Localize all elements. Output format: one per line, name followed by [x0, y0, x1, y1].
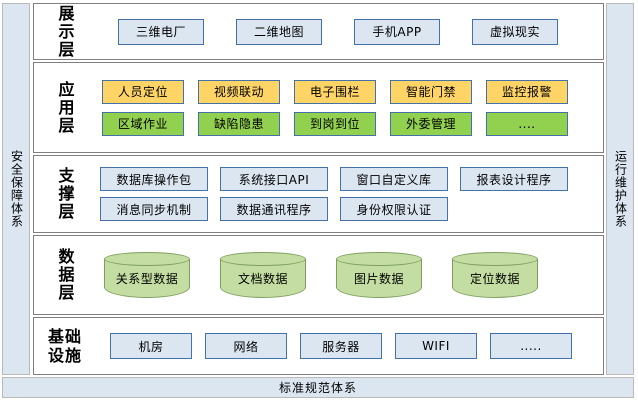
node-identity-authorization[interactable]: 身份权限认证 — [340, 197, 448, 221]
layer-application-body: 人员定位 视频联动 电子围栏 智能门禁 监控报警 区域作业 缺陷隐患 到岗到位 … — [96, 63, 603, 152]
right-side-panel-label: 运行维护体系 — [613, 150, 628, 228]
layer-application-row-2: 区域作业 缺陷隐患 到岗到位 外委管理 .... — [96, 111, 597, 136]
left-side-panel-label: 安全保障体系 — [9, 150, 24, 228]
node-virtual-reality[interactable]: 虚拟现实 — [472, 18, 558, 45]
layer-infrastructure-body: 机房 网络 服务器 WIFI ..... — [96, 318, 603, 374]
cylinder-document-data-label: 文档数据 — [237, 272, 288, 286]
layer-application-label: 应用层 — [55, 80, 75, 135]
node-three-dimensional-plant[interactable]: 三维电厂 — [118, 18, 204, 45]
node-personnel-positioning[interactable]: 人员定位 — [102, 79, 184, 104]
layer-infrastructure-row: 机房 网络 服务器 WIFI ..... — [96, 333, 597, 359]
node-video-linkage[interactable]: 视频联动 — [198, 79, 280, 104]
layer-application-row-1: 人员定位 视频联动 电子围栏 智能门禁 监控报警 — [96, 79, 597, 104]
layer-display-body: 三维电厂 二维地图 手机APP 虚拟现实 — [96, 4, 603, 59]
layer-data-row: 关系型数据 文档数据 图片数据 定位数据 — [96, 252, 597, 298]
layer-data-body: 关系型数据 文档数据 图片数据 定位数据 — [96, 236, 603, 314]
node-application-more[interactable]: .... — [486, 111, 568, 136]
right-side-panel: 运行维护体系 — [606, 3, 634, 375]
node-infrastructure-more[interactable]: ..... — [490, 333, 572, 359]
layer-support-label-cell: 支撑层 — [34, 156, 96, 232]
layer-infrastructure-label: 基础设施 — [47, 327, 82, 365]
node-area-operation[interactable]: 区域作业 — [102, 111, 184, 136]
bottom-standards-bar: 标准规范体系 — [2, 377, 634, 398]
cylinder-positioning-data[interactable]: 定位数据 — [452, 252, 538, 298]
node-outsourcing-management[interactable]: 外委管理 — [390, 111, 472, 136]
node-monitoring-alarm[interactable]: 监控报警 — [486, 79, 568, 104]
layer-display: 展示层 三维电厂 二维地图 手机APP 虚拟现实 — [33, 3, 604, 60]
cylinder-document-data[interactable]: 文档数据 — [220, 252, 306, 298]
left-side-panel: 安全保障体系 — [2, 3, 30, 375]
layer-display-row: 三维电厂 二维地图 手机APP 虚拟现实 — [96, 18, 597, 45]
layer-application: 应用层 人员定位 视频联动 电子围栏 智能门禁 监控报警 区域作业 缺陷隐患 到… — [33, 62, 604, 153]
layer-stack: 展示层 三维电厂 二维地图 手机APP 虚拟现实 应用层 人员定位 视频联动 — [33, 3, 604, 375]
node-server[interactable]: 服务器 — [300, 333, 382, 359]
layer-display-label-cell: 展示层 — [34, 4, 96, 59]
node-system-interface-api[interactable]: 系统接口API — [220, 167, 328, 191]
node-wifi[interactable]: WIFI — [395, 333, 477, 359]
cylinder-image-data[interactable]: 图片数据 — [336, 252, 422, 298]
node-data-communication-program[interactable]: 数据通讯程序 — [220, 197, 328, 221]
layer-data: 数据层 关系型数据 文档数据 — [33, 235, 604, 315]
cylinder-relational-data[interactable]: 关系型数据 — [104, 252, 190, 298]
node-window-custom-library[interactable]: 窗口自定义库 — [340, 167, 448, 191]
layer-data-label: 数据层 — [55, 248, 75, 302]
node-support-placeholder — [460, 197, 568, 221]
node-electronic-fence[interactable]: 电子围栏 — [294, 79, 376, 104]
layer-display-label: 展示层 — [55, 4, 75, 59]
node-smart-access-control[interactable]: 智能门禁 — [390, 79, 472, 104]
node-report-design-program[interactable]: 报表设计程序 — [460, 167, 568, 191]
cylinder-top — [104, 252, 190, 266]
cylinder-top — [220, 252, 306, 266]
layer-support-body: 数据库操作包 系统接口API 窗口自定义库 报表设计程序 消息同步机制 数据通讯… — [96, 156, 603, 232]
node-defect-hazard[interactable]: 缺陷隐患 — [198, 111, 280, 136]
cylinder-positioning-data-label: 定位数据 — [469, 272, 520, 286]
layer-infrastructure-label-cell: 基础设施 — [34, 318, 96, 374]
bottom-standards-bar-label: 标准规范体系 — [278, 381, 357, 395]
cylinder-relational-data-label: 关系型数据 — [115, 272, 179, 286]
layer-support-label: 支撑层 — [55, 167, 75, 221]
node-network[interactable]: 网络 — [205, 333, 287, 359]
node-two-dimensional-map[interactable]: 二维地图 — [236, 18, 322, 45]
layer-support-row-2: 消息同步机制 数据通讯程序 身份权限认证 — [96, 197, 597, 221]
layer-application-label-cell: 应用层 — [34, 63, 96, 152]
node-message-sync-mechanism[interactable]: 消息同步机制 — [100, 197, 208, 221]
layer-support-row-1: 数据库操作包 系统接口API 窗口自定义库 报表设计程序 — [96, 167, 597, 191]
cylinder-top — [336, 252, 422, 266]
node-mobile-app[interactable]: 手机APP — [354, 18, 440, 45]
layer-support: 支撑层 数据库操作包 系统接口API 窗口自定义库 报表设计程序 消息同步机制 … — [33, 155, 604, 233]
node-database-operation-package[interactable]: 数据库操作包 — [100, 167, 208, 191]
layer-data-label-cell: 数据层 — [34, 236, 96, 314]
node-computer-room[interactable]: 机房 — [110, 333, 192, 359]
layer-infrastructure: 基础设施 机房 网络 服务器 WIFI ..... — [33, 317, 604, 375]
cylinder-top — [452, 252, 538, 266]
cylinder-image-data-label: 图片数据 — [353, 272, 404, 286]
node-on-post-in-place[interactable]: 到岗到位 — [294, 111, 376, 136]
